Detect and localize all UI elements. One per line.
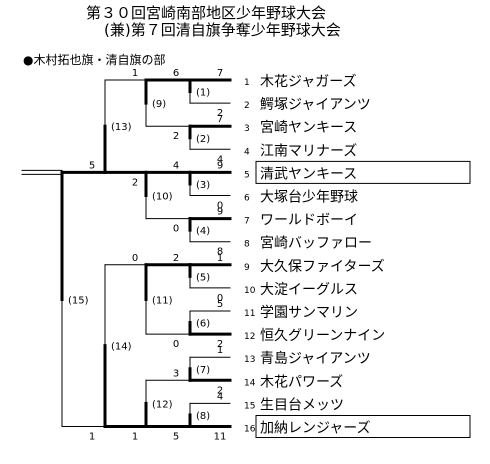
team-name: 江南マリナーズ [260,143,357,159]
team-highlight-box [255,160,471,184]
team-seed: 2 [244,101,250,111]
score-bottom: 2 [217,339,223,350]
team-seed: 12 [244,332,255,342]
title-line1: 第３０回宮崎南部地区少年野球大会 [86,4,327,22]
team-seed: 14 [244,378,256,388]
score-top: 1 [217,345,223,356]
team-name: 加納レンジャーズ [260,421,371,437]
game-id: (2) [196,134,210,145]
team-name: 青島ジャイアンツ [260,351,371,367]
score-bottom: 0 [217,201,223,212]
score-bottom: 0 [173,339,179,350]
team-name: 清武ヤンキース [260,166,357,182]
score-bottom: 0 [217,293,223,304]
game-id: (6) [196,319,210,330]
score-top: 1 [217,253,223,264]
team-name: 鰐塚ジャイアンツ [260,97,371,113]
game-id: (7) [196,365,210,376]
team-seed: 7 [244,217,250,227]
game-id: (1) [196,88,210,99]
score-bottom: 0 [173,224,179,235]
score-bottom: 2 [217,385,223,396]
score-top: 7 [217,68,223,79]
team-name: 木花パワーズ [260,374,343,390]
score-top: 9 [217,160,223,171]
game-id: (4) [196,226,210,237]
team-name: 大久保ファイターズ [260,259,385,275]
team-name: 学園サンマリン [260,305,358,321]
score-top: 2 [173,253,179,264]
team-seed: 3 [244,124,250,134]
score-bottom: 2 [173,131,179,142]
team-seed: 13 [244,355,255,365]
team-name: 宮崎バッファロー [260,236,372,252]
game-id: (13) [111,122,132,133]
score-top: 4 [217,391,223,402]
division-label: ●木村拓也旗・清自旗の部 [23,53,166,67]
score-bottom: 2 [217,108,223,119]
team-seed: 15 [244,401,255,411]
team-seed: 16 [244,425,256,435]
team-name: 宮崎ヤンキース [260,120,357,136]
game-id: (8) [196,411,210,422]
team-seed: 1 [244,78,250,88]
game-id: (12) [152,399,173,410]
score-bottom: 1 [132,432,138,443]
score-bottom: 2 [132,177,138,188]
game-id: (3) [196,180,210,191]
game-id: (9) [152,99,166,110]
team-name: 生目台メッツ [260,397,344,413]
team-seed: 9 [244,263,250,273]
team-seed: 6 [244,194,250,204]
score-bottom: 1 [89,432,95,443]
score-top: 5 [89,160,95,171]
score-top: 0 [132,253,138,264]
team-seed: 11 [244,309,255,319]
game-id: (14) [111,342,132,353]
title-line2: (兼)第７回清自旗争奪少年野球大会 [104,21,341,39]
score-bottom: 8 [217,247,223,258]
team-name: ワールドボーイ [260,213,358,229]
game-id: (5) [196,272,210,283]
team-name: 大淀イーグルス [260,282,358,298]
score-top: 5 [217,299,223,310]
score-bottom: 11 [214,432,227,443]
score-top: 3 [173,368,179,379]
game-id: (15) [68,295,89,306]
team-name: 大塚台少年野球 [260,190,358,206]
team-name: 恒久グリーンナイン [260,328,385,344]
game-id: (11) [152,295,173,306]
team-name: 木花ジャガーズ [260,74,357,90]
score-top: 1 [132,68,138,79]
score-top: 4 [173,160,179,171]
score-bottom: 4 [217,154,223,165]
team-seed: 5 [244,170,250,180]
team-seed: 8 [244,240,250,250]
score-top: 7 [217,114,223,125]
game-id: (10) [152,192,173,203]
score-top: 9 [217,207,223,218]
score-bottom: 5 [173,432,179,443]
team-seed: 4 [244,147,250,157]
score-top: 6 [173,68,179,79]
team-seed: 10 [244,286,256,296]
team-highlight-box [255,415,471,438]
